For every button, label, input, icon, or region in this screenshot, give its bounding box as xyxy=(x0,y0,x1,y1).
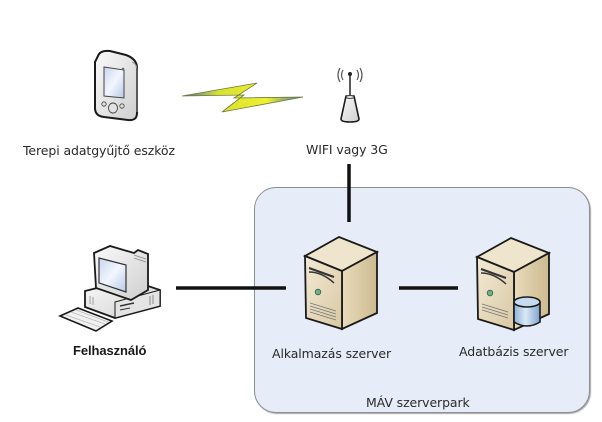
desktop-computer-icon xyxy=(57,245,161,332)
lightning-bolt-icon xyxy=(181,82,304,113)
pda-icon xyxy=(94,49,138,122)
server-park-label: MÁV szerverpark xyxy=(366,395,470,410)
antenna-icon xyxy=(337,67,363,123)
user-label: Felhasználó xyxy=(73,343,147,358)
database-server-icon xyxy=(474,237,552,332)
wireless-label: WIFI vagy 3G xyxy=(306,142,388,157)
app-server-label: Alkalmazás szerver xyxy=(272,346,392,361)
server-icon xyxy=(302,236,380,331)
database-cylinder-icon xyxy=(513,296,541,327)
field-device-label: Terepi adatgyűjtő eszköz xyxy=(23,143,175,158)
db-server-label: Adatbázis szerver xyxy=(459,344,569,359)
